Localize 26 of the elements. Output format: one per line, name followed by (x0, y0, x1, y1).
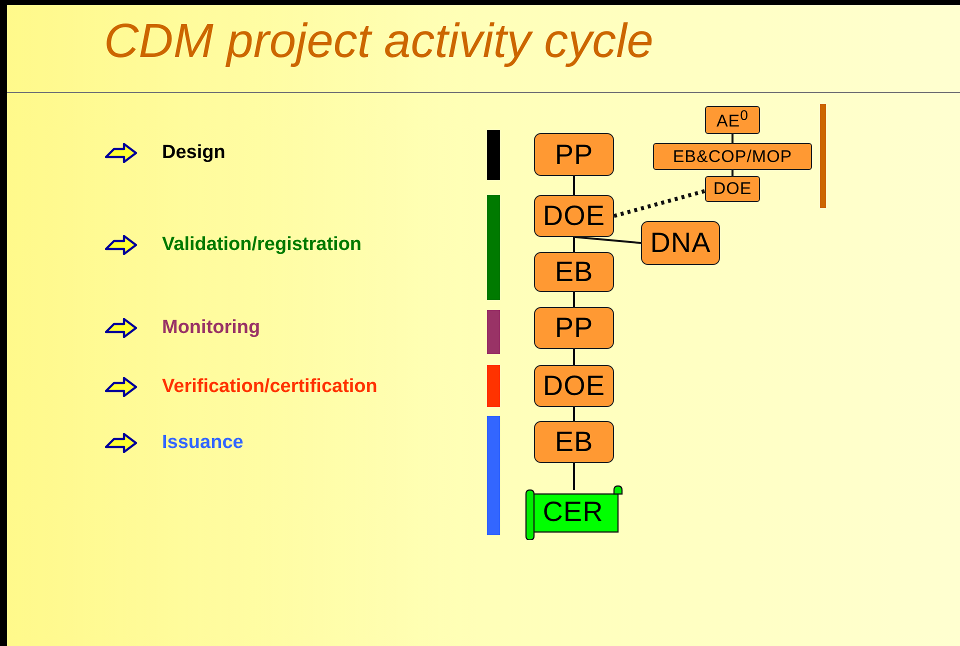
entity-box: EB (534, 252, 614, 292)
entity-box: DNA (641, 221, 720, 265)
entity-box: EB (534, 421, 614, 463)
connector-line (573, 349, 575, 365)
dotted-connector (613, 189, 706, 218)
connector-line (573, 463, 575, 490)
phase-label: Validation/registration (162, 234, 362, 256)
entity-box: DOE (705, 176, 760, 202)
connector-line (573, 176, 575, 195)
connector-line (573, 407, 575, 421)
phase-label: Issuance (162, 432, 244, 454)
phase-label: Design (162, 142, 226, 164)
entity-box: EB&COP/MOP (653, 143, 812, 170)
slide-title: CDM project activity cycle (104, 14, 654, 69)
entity-box: DOE (534, 195, 614, 237)
connector-line (732, 134, 734, 143)
connector-line (573, 292, 575, 307)
phase-label: Verification/certification (162, 376, 378, 398)
connector-line (574, 236, 642, 244)
entity-box: DOE (534, 365, 614, 407)
phase-label: Monitoring (162, 317, 260, 339)
connector-line (732, 170, 734, 176)
entity-box: AE$^{0}$ (705, 106, 760, 134)
entity-box: PP (534, 307, 614, 349)
connector-line (573, 237, 575, 252)
entity-box: PP (534, 133, 614, 176)
